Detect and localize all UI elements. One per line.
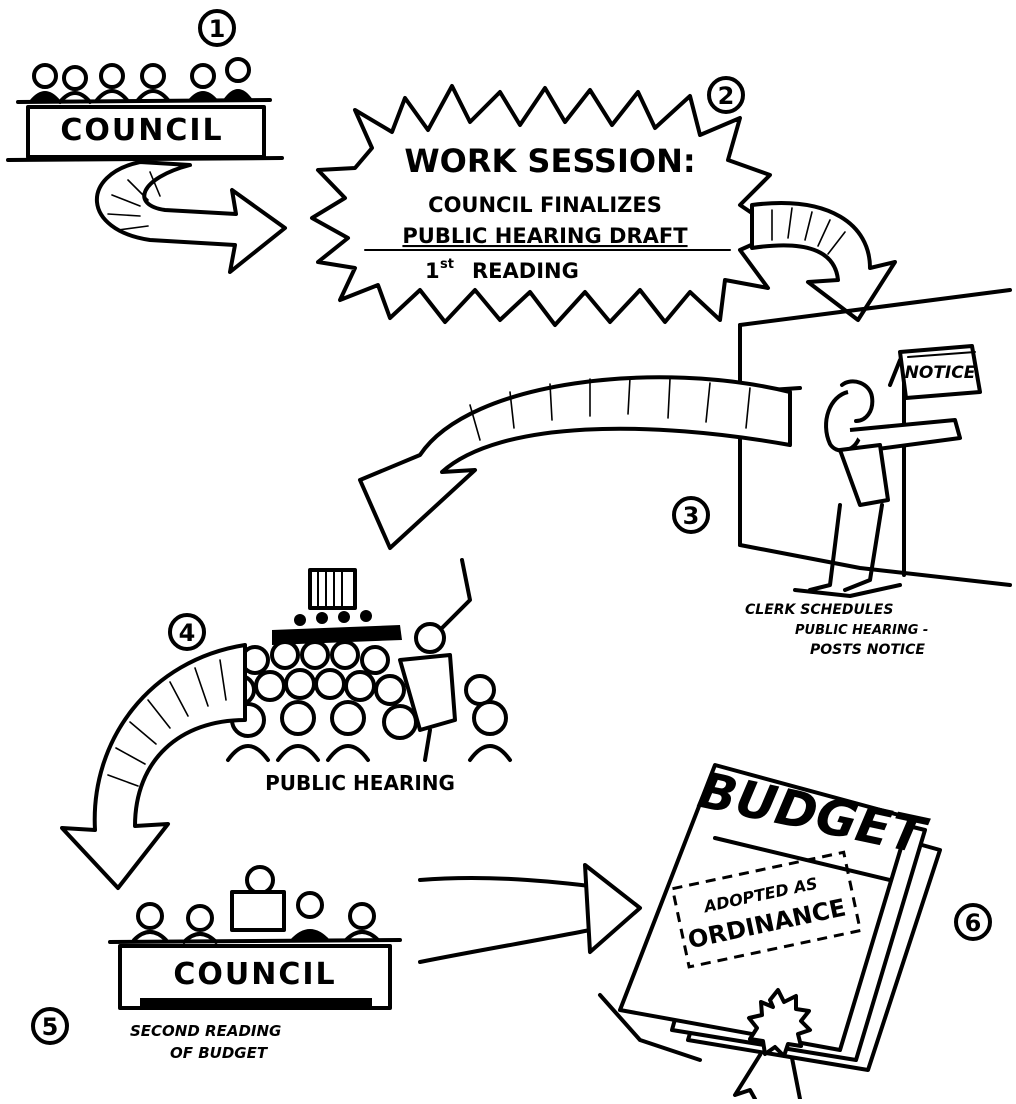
arrow-3-to-4 xyxy=(358,375,792,550)
arrow-2-to-3 xyxy=(750,201,897,322)
council-desk-2: COUNCIL xyxy=(108,938,402,1010)
hearing-stage xyxy=(272,625,402,645)
step-3-number: 3 xyxy=(683,502,700,530)
step-3-number-badge: 3 xyxy=(672,496,710,534)
step-2-work-session: 2 WORK SESSION: COUNCIL FINALIZES PUBLIC… xyxy=(310,76,782,327)
budget-seal xyxy=(733,988,812,1101)
work-session-line3: 1 st READING xyxy=(425,257,579,283)
arrow-5-to-6 xyxy=(418,863,642,964)
step-2-number-badge: 2 xyxy=(707,76,745,114)
step-3-clerk: NOTICE 3 CLERK SCHEDULES PUBLIC HEARING … xyxy=(672,288,1012,658)
council-members xyxy=(30,57,253,104)
speaking-citizen xyxy=(398,558,472,762)
step-5-number-badge: 5 xyxy=(31,1007,69,1045)
council-label-1: COUNCIL xyxy=(60,113,223,148)
step-5-number: 5 xyxy=(42,1013,59,1041)
council-members-2 xyxy=(132,865,380,944)
notice-sign: NOTICE xyxy=(898,344,982,400)
arrow-4-to-5 xyxy=(60,643,247,890)
flag-emblem xyxy=(308,568,357,610)
crowd xyxy=(224,640,512,762)
work-session-line2: PUBLIC HEARING DRAFT xyxy=(402,224,688,248)
public-hearing-caption: PUBLIC HEARING xyxy=(265,771,455,795)
step-1-number-badge: 1 xyxy=(198,9,236,47)
clerk-figure xyxy=(793,358,962,598)
step-1-council: 1 COUNCIL xyxy=(6,9,284,162)
clerk-caption-line3: POSTS NOTICE xyxy=(810,642,925,658)
work-session-line3-prefix: 1 xyxy=(425,259,440,283)
council-label-2: COUNCIL xyxy=(173,957,336,992)
hearing-stage-members xyxy=(294,610,372,626)
work-session-line3-rest: READING xyxy=(472,259,579,283)
work-session-line3-super: st xyxy=(440,257,454,272)
work-session-line1: COUNCIL FINALIZES xyxy=(428,193,662,217)
budget-document xyxy=(618,763,912,1052)
second-reading-caption-line2: OF BUDGET xyxy=(170,1044,269,1062)
step-4-number-badge: 4 xyxy=(168,613,206,651)
step-6-number: 6 xyxy=(965,909,982,937)
work-session-burst xyxy=(310,84,782,327)
clerk-caption-line1: CLERK SCHEDULES xyxy=(745,602,893,618)
arrow-1-to-2 xyxy=(95,160,287,274)
work-session-title: WORK SESSION: xyxy=(404,142,695,180)
step-6-number-badge: 6 xyxy=(954,903,992,941)
step-2-number: 2 xyxy=(718,82,735,110)
step-6-budget: BUDGET ADOPTED AS ORDINANCE 6 xyxy=(598,761,992,1101)
step-1-number: 1 xyxy=(209,15,226,43)
step-4-number: 4 xyxy=(179,619,196,647)
council-desk: COUNCIL xyxy=(6,98,284,162)
step-5-council: COUNCIL 5 SECOND READING OF BUDGET xyxy=(31,865,402,1062)
notice-label: NOTICE xyxy=(905,363,976,383)
clerk-caption-line2: PUBLIC HEARING - xyxy=(795,623,928,638)
second-reading-caption-line1: SECOND READING xyxy=(130,1022,281,1040)
